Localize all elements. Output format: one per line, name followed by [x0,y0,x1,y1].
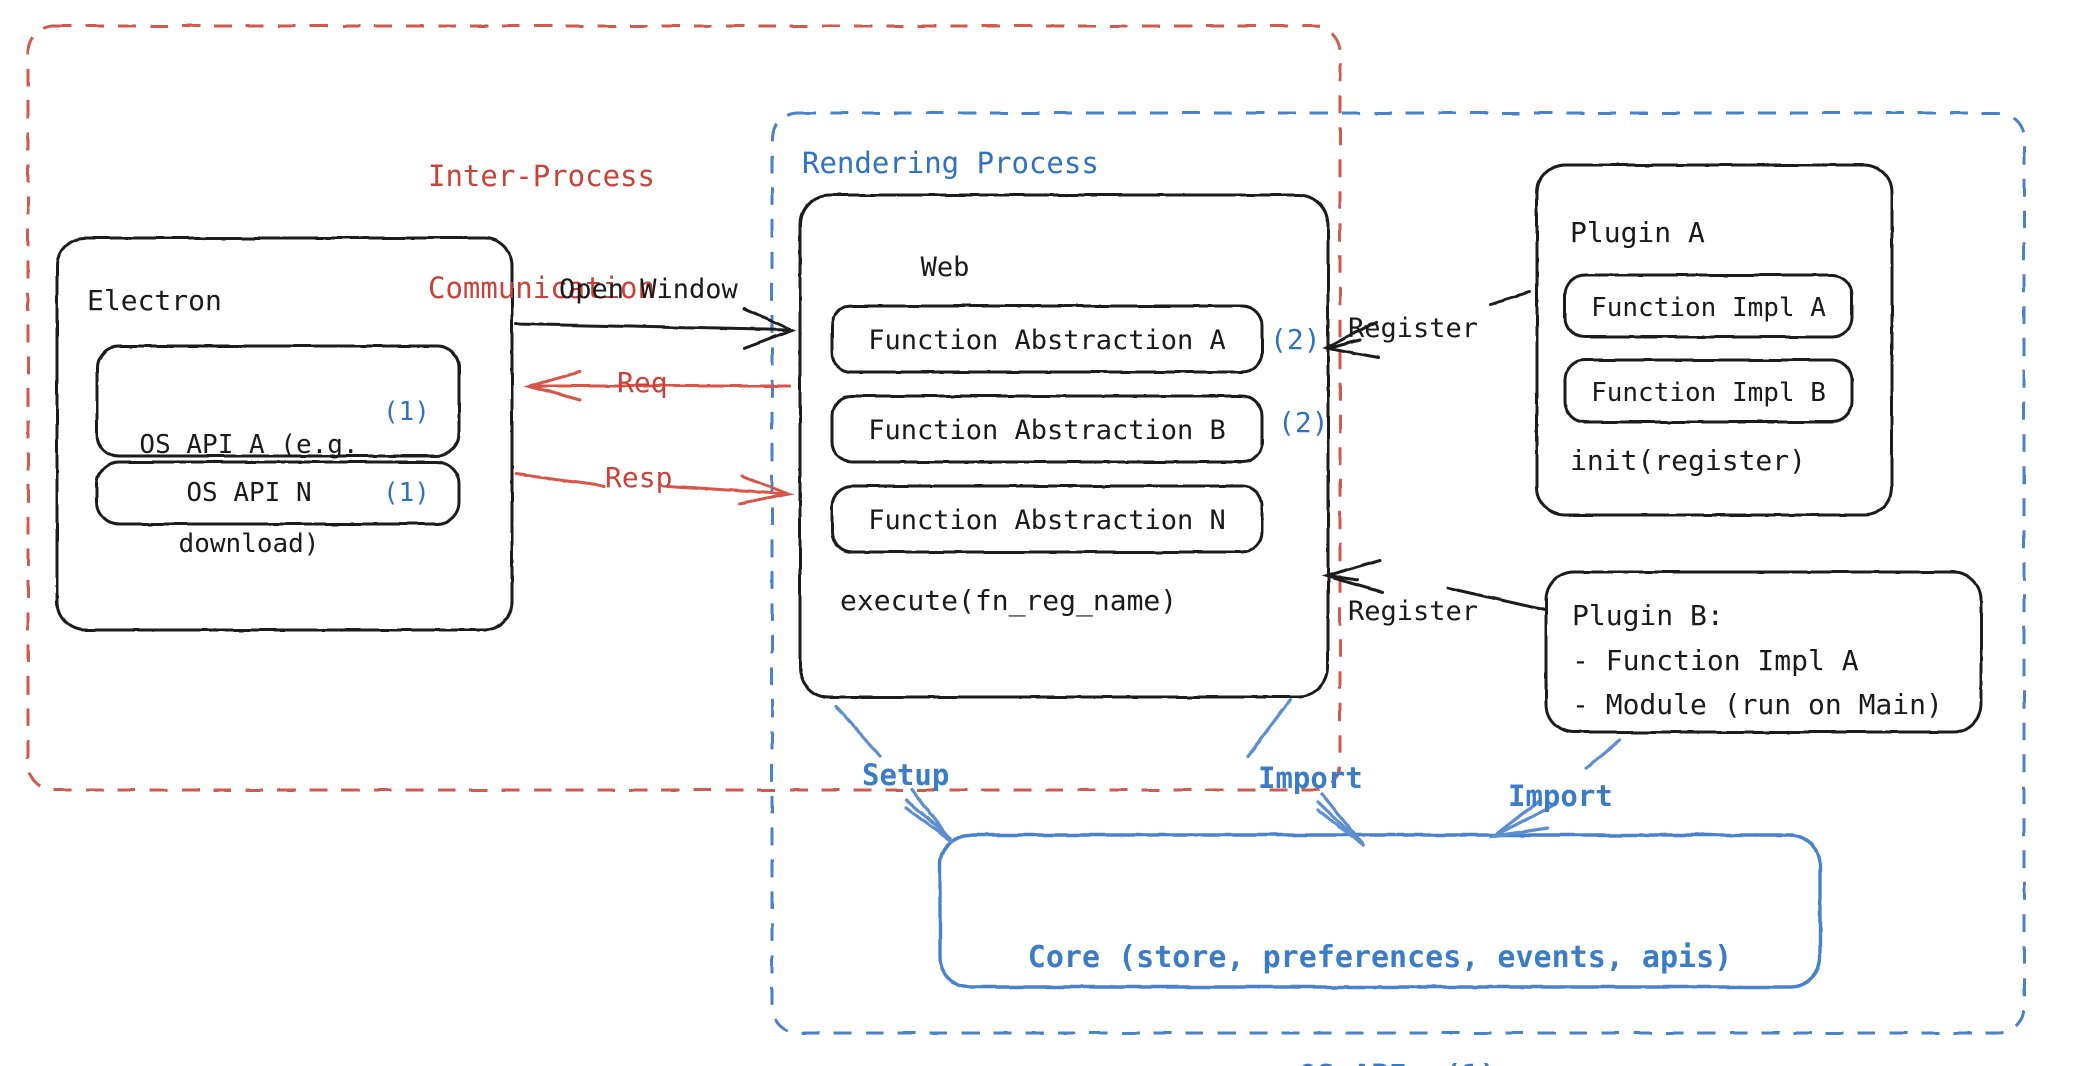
function-abstraction-b-marker: (2) [1278,406,1329,439]
arrow-import-center [1246,698,1366,848]
plugin-b-box [1544,570,1983,734]
arrow-import-center-label: Import [1258,761,1363,795]
plugin-a-box [1535,163,1894,517]
os-api-n-box [95,460,461,526]
web-execute-label: execute(fn_reg_name) [840,584,1178,617]
plugin-b-item-1: - Module (run on Main) [1572,688,1943,721]
web-box [798,193,1330,699]
web-title: Web [920,252,970,283]
electron-title: Electron [87,284,222,317]
function-abstraction-b-label: Function Abstraction B [868,415,1226,446]
rendering-region-border [770,111,2026,1035]
function-impl-b-label: Function Impl B [1591,378,1826,408]
function-abstraction-a-marker: (2) [1270,323,1321,356]
arrow-import-right [1488,738,1622,839]
ipc-region-label: Inter-Process Communication [428,84,655,381]
arrow-open-window-label: Open Window [559,274,738,305]
arrow-open-window [514,307,796,350]
os-api-n-label: OS API N [186,478,312,508]
rendering-region-label: Rendering Process [802,146,1099,180]
arrow-setup-label: Setup [862,758,950,792]
arrow-setup [834,704,954,844]
core-line-2: - OS APIs (1) [940,1057,1820,1066]
arrow-resp [514,472,795,506]
plugin-a-init-label: init(register) [1570,444,1807,477]
arrow-req [523,370,792,402]
arrow-req-label: Req [617,366,668,399]
core-box [938,833,1822,989]
function-abstraction-a-box [830,304,1264,374]
function-impl-b-box [1563,358,1854,424]
function-abstraction-n-box [830,484,1264,554]
function-impl-a-label: Function Impl A [1591,293,1826,323]
os-api-a-label: OS API A (e.g. download) [104,362,394,628]
function-impl-a-box [1563,273,1854,339]
function-abstraction-n-label: Function Abstraction N [868,505,1226,536]
plugin-b-item-0: - Function Impl A [1572,644,1859,677]
ipc-label-line1: Inter-Process [428,159,655,194]
os-api-a-line2: download) [178,529,320,560]
arrow-resp-label: Resp [605,461,673,494]
arrow-register-top [1321,290,1532,360]
arrow-import-right-label: Import [1508,779,1613,813]
arrow-register-bottom-label: Register [1348,596,1479,627]
os-api-a-box [95,344,461,458]
function-abstraction-b-box [830,394,1264,464]
arrow-register-bottom [1320,558,1547,612]
ipc-label-line2: Communication [428,270,655,305]
core-line-1: Core (store, preferences, events, apis) [1027,939,1733,975]
function-abstraction-a-label: Function Abstraction A [868,325,1226,356]
core-box-text: Core (store, preferences, events, apis) … [940,858,1820,1066]
arrow-register-top-label: Register [1348,313,1479,344]
os-api-a-line1: OS API A (e.g. [139,429,359,460]
electron-box [55,236,514,632]
plugin-a-title: Plugin A [1570,216,1705,249]
plugin-b-title: Plugin B: [1572,599,1724,632]
os-api-n-marker: (1) [383,478,430,508]
os-api-a-marker: (1) [383,397,430,427]
